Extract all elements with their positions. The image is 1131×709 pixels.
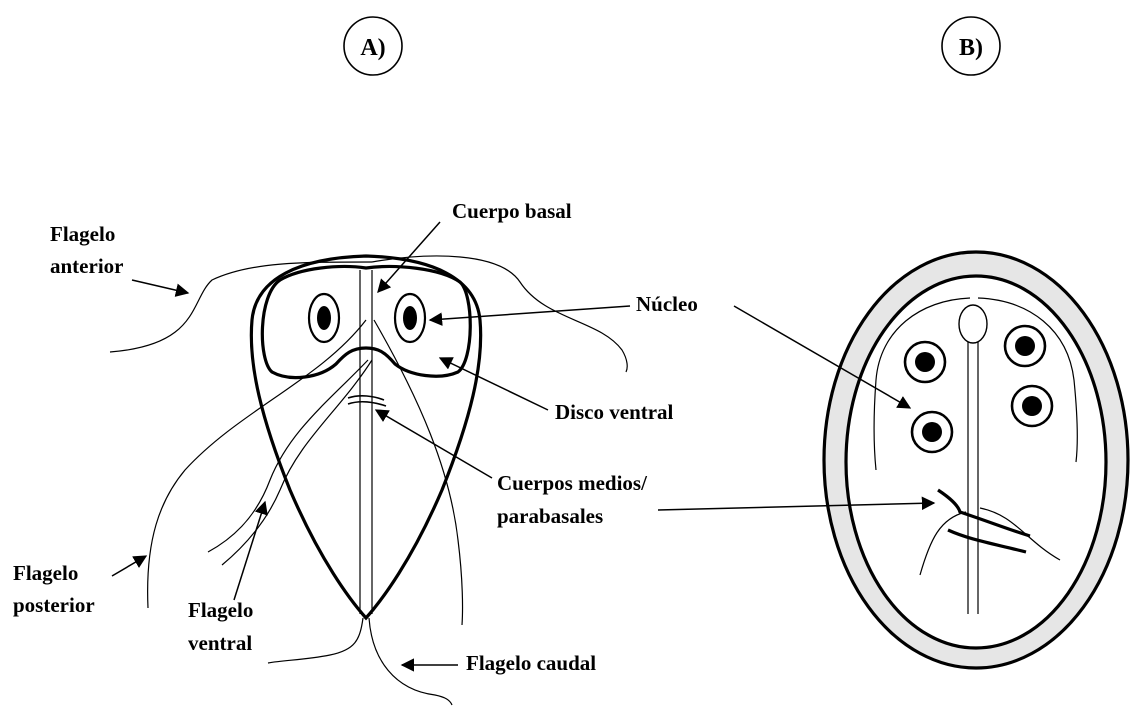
label-flagelo-caudal: Flagelo caudal [466, 651, 596, 675]
label-disco-ventral: Disco ventral [555, 400, 674, 424]
label-flagelo-ventral-line1: Flagelo [188, 598, 253, 622]
nucleus-right [395, 294, 425, 342]
arrow-disco-ventral [440, 358, 548, 410]
posterior-flagellum-left [148, 320, 366, 608]
nucleus-left [309, 294, 339, 342]
label-flagelo-posterior-line2: posterior [13, 593, 95, 617]
arrow-cuerpos-medios-a [376, 410, 492, 478]
panel-a-badge: A) [344, 17, 402, 75]
cyst-nucleus-2 [1005, 326, 1045, 366]
cyst-nucleus-1 [905, 342, 945, 382]
caudal-flagellum-right [369, 618, 452, 705]
caudal-flagellum-left [268, 618, 363, 663]
label-cuerpos-medios-line1: Cuerpos medios/ [497, 471, 648, 495]
arrow-flagelo-anterior [132, 280, 188, 293]
label-flagelo-ventral-line2: ventral [188, 631, 252, 655]
cyst-nucleus-4 [912, 412, 952, 452]
cyst [824, 252, 1128, 668]
arrow-nucleo-a [430, 306, 630, 320]
cyst-basal-body [959, 305, 987, 343]
trophozoite-body [251, 256, 480, 618]
label-flagelo-posterior-line1: Flagelo [13, 561, 78, 585]
ventral-disc [262, 267, 470, 378]
panel-b-badge: B) [942, 17, 1000, 75]
ventral-flagellum-2 [222, 360, 372, 565]
label-flagelo-anterior-line2: anterior [50, 254, 123, 278]
median-bodies [348, 396, 386, 406]
cyst-nucleus-3 [1012, 386, 1052, 426]
label-cuerpos-medios-line2: parabasales [497, 504, 603, 528]
panel-b-label: B) [959, 35, 983, 61]
label-flagelo-anterior-line1: Flagelo [50, 222, 115, 246]
label-cuerpo-basal: Cuerpo basal [452, 199, 572, 223]
panel-a-label: A) [360, 35, 385, 61]
label-nucleo: Núcleo [636, 292, 698, 316]
arrow-flagelo-posterior [112, 556, 146, 576]
